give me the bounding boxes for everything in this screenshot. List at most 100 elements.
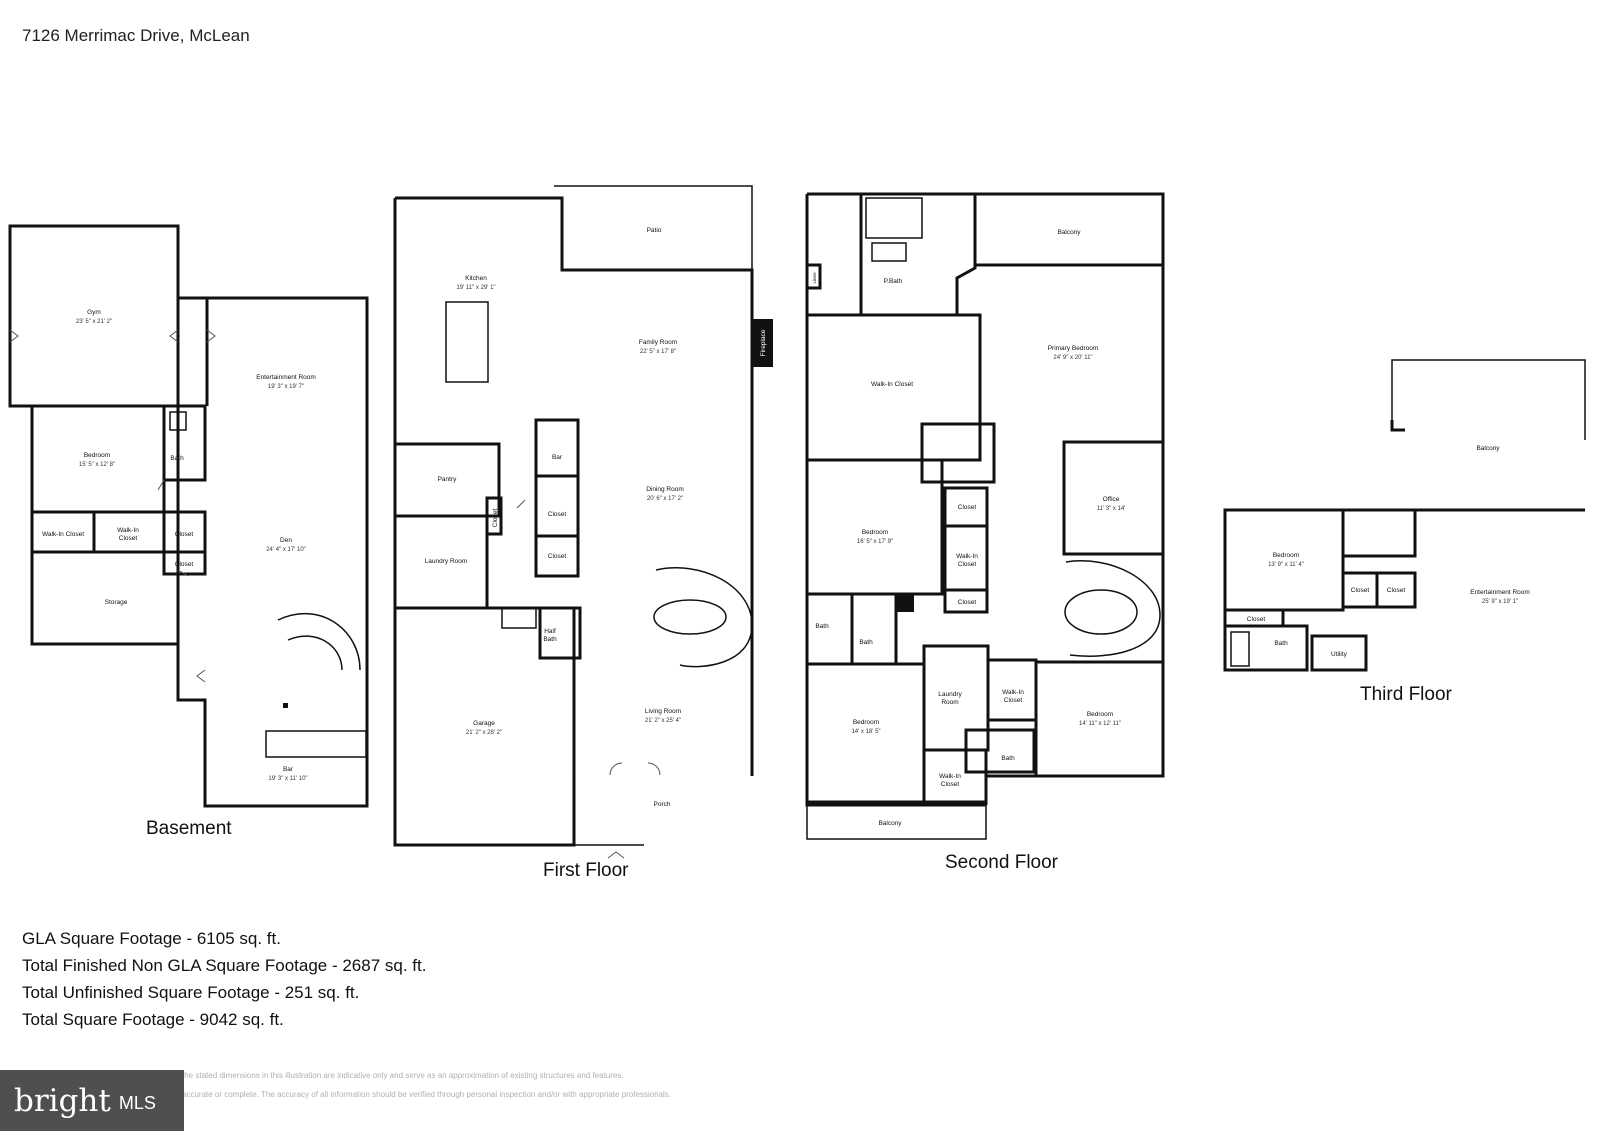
label-second-walkin4b: Closet: [941, 781, 960, 788]
dim-den: 24' 4" x 17' 10": [266, 547, 306, 553]
label-third-balcony: Balcony: [1476, 445, 1500, 452]
label-second-closet1: Closet: [958, 504, 977, 511]
stat-total: Total Square Footage - 9042 sq. ft.: [22, 1010, 284, 1029]
label-dining: Dining Room: [646, 486, 684, 493]
disclaimer: the stated dimensions in this illustrati…: [182, 1066, 671, 1104]
label-third-closet3: Closet: [1247, 616, 1266, 623]
floor-label-first: First Floor: [543, 860, 629, 881]
label-pbath: P.Bath: [884, 278, 903, 285]
label-third-bath: Bath: [1274, 640, 1288, 647]
label-patio: Patio: [647, 227, 662, 234]
basement-plan: [8, 224, 369, 808]
stat-gla: GLA Square Footage - 6105 sq. ft.: [22, 929, 281, 948]
floor-label-second: Second Floor: [945, 852, 1059, 873]
dim-second-bedroom2: 14' x 18' 5": [851, 729, 880, 735]
label-first-closetC: Closet: [548, 553, 567, 560]
label-second-bedroom2: Bedroom: [853, 719, 879, 726]
page-title: 7126 Merrimac Drive, McLean: [22, 26, 250, 45]
first-outer-walls: [395, 196, 754, 776]
third-balcony-edge: [1391, 359, 1586, 440]
disclaimer-line-2: accurate or complete. The accuracy of al…: [182, 1090, 672, 1099]
square-footage-summary: GLA Square Footage - 6105 sq. ft. Total …: [22, 925, 426, 1033]
label-basement-walkin2a: Walk-In: [117, 527, 139, 534]
label-balcony2: Balcony: [878, 820, 902, 827]
label-living: Living Room: [645, 708, 681, 715]
dim-dining: 20' 6" x 17' 2": [647, 496, 683, 502]
dim-basement-bedroom: 15' 5" x 12' 8": [79, 462, 115, 468]
label-third-entertainment: Entertainment Room: [1470, 589, 1530, 596]
label-second-walkin4a: Walk-In: [939, 773, 961, 780]
stat-unfinished: Total Unfinished Square Footage - 251 sq…: [22, 983, 360, 1002]
label-linen: Linen: [812, 272, 817, 284]
label-garage: Garage: [473, 720, 495, 727]
label-basement-closet2: Closet: [175, 561, 194, 568]
label-primary: Primary Bedroom: [1048, 345, 1099, 352]
first-garage-walls: [393, 606, 576, 847]
dim-third-entertainment: 25' 9" x 19' 1": [1482, 599, 1518, 605]
label-kitchen: Kitchen: [465, 275, 487, 282]
bright-mls-logo: bright MLS: [0, 1070, 184, 1131]
dim-gym: 23' 5" x 21' 2": [76, 319, 112, 325]
basement-main-walls: [176, 296, 369, 808]
label-halfbath2: Bath: [543, 636, 557, 643]
label-second-laundry1: Laundry: [938, 691, 962, 698]
third-floor-plan: [1223, 359, 1586, 672]
dim-entertainment: 19' 3" x 19' 7": [268, 384, 304, 390]
label-balcony1: Balcony: [1057, 229, 1081, 236]
basement-bedroom-walls: [30, 404, 166, 514]
brand-suffix: MLS: [118, 1093, 156, 1113]
label-second-walkin2a: Walk-In: [956, 553, 978, 560]
label-halfbath1: Half: [544, 628, 556, 635]
dim-family-room: 22' 5" x 17' 8": [640, 349, 676, 355]
second-floor-plan: [805, 192, 1165, 840]
dim-third-bedroom: 13' 9" x 11' 4": [1268, 562, 1304, 568]
basement-storage-walls: [30, 552, 180, 700]
dim-second-bedroom1: 16' 5" x 17' 9": [857, 539, 893, 545]
label-office: Office: [1103, 496, 1120, 503]
floor-label-basement: Basement: [146, 818, 232, 839]
label-basement-closet1: Closet: [175, 531, 194, 538]
label-basement-bedroom: Bedroom: [84, 452, 110, 459]
floor-label-third: Third Floor: [1360, 684, 1452, 705]
dim-second-bedroom3: 14' 11" x 12' 11": [1079, 721, 1121, 727]
label-gym: Gym: [87, 309, 101, 316]
label-walkin: Walk-In Closet: [871, 381, 913, 388]
label-den: Den: [280, 537, 292, 544]
label-second-bedroom1: Bedroom: [862, 529, 888, 536]
basement-gym-walls: [8, 224, 180, 408]
label-basement-bar: Bar: [283, 766, 294, 773]
label-porch: Porch: [654, 801, 671, 808]
label-entertainment: Entertainment Room: [256, 374, 316, 381]
label-fireplace: Fireplace: [760, 329, 767, 356]
label-second-bedroom3: Bedroom: [1087, 711, 1113, 718]
stat-non-gla: Total Finished Non GLA Square Footage - …: [22, 956, 427, 975]
label-third-closet1: Closet: [1351, 587, 1370, 594]
dim-living: 21' 2" x 25' 4": [645, 718, 681, 724]
label-basement-walkin1: Walk-In Closet: [42, 531, 84, 538]
label-second-bath3: Bath: [1001, 755, 1015, 762]
dim-office: 11' 3" x 14': [1097, 506, 1126, 512]
dim-basement-bar: 19' 3" x 11' 10": [268, 776, 307, 782]
dim-kitchen: 19' 11" x 29' 1": [456, 285, 495, 291]
label-family-room: Family Room: [639, 339, 677, 346]
dim-garage: 21' 2" x 28' 2": [466, 730, 502, 736]
label-third-utility: Utility: [1331, 651, 1348, 658]
label-first-closetA: Closet: [492, 509, 499, 528]
first-floor-plan: [393, 185, 773, 859]
label-second-bath1: Bath: [815, 623, 829, 630]
disclaimer-line-1: the stated dimensions in this illustrati…: [182, 1071, 624, 1080]
label-third-closet2: Closet: [1387, 587, 1406, 594]
label-second-walkin2b: Closet: [958, 561, 977, 568]
label-second-walkin3b: Closet: [1004, 697, 1023, 704]
label-storage: Storage: [105, 599, 128, 606]
brand-word: bright: [14, 1082, 111, 1119]
label-first-bar: Bar: [552, 454, 563, 461]
label-second-bath2: Bath: [859, 639, 873, 646]
label-basement-bath: Bath: [170, 455, 184, 462]
label-first-laundry: Laundry Room: [425, 558, 468, 565]
label-second-walkin3a: Walk-In: [1002, 689, 1024, 696]
label-pantry: Pantry: [438, 476, 458, 483]
fireplace-block: [752, 319, 773, 367]
label-second-closet2: Closet: [958, 599, 977, 606]
